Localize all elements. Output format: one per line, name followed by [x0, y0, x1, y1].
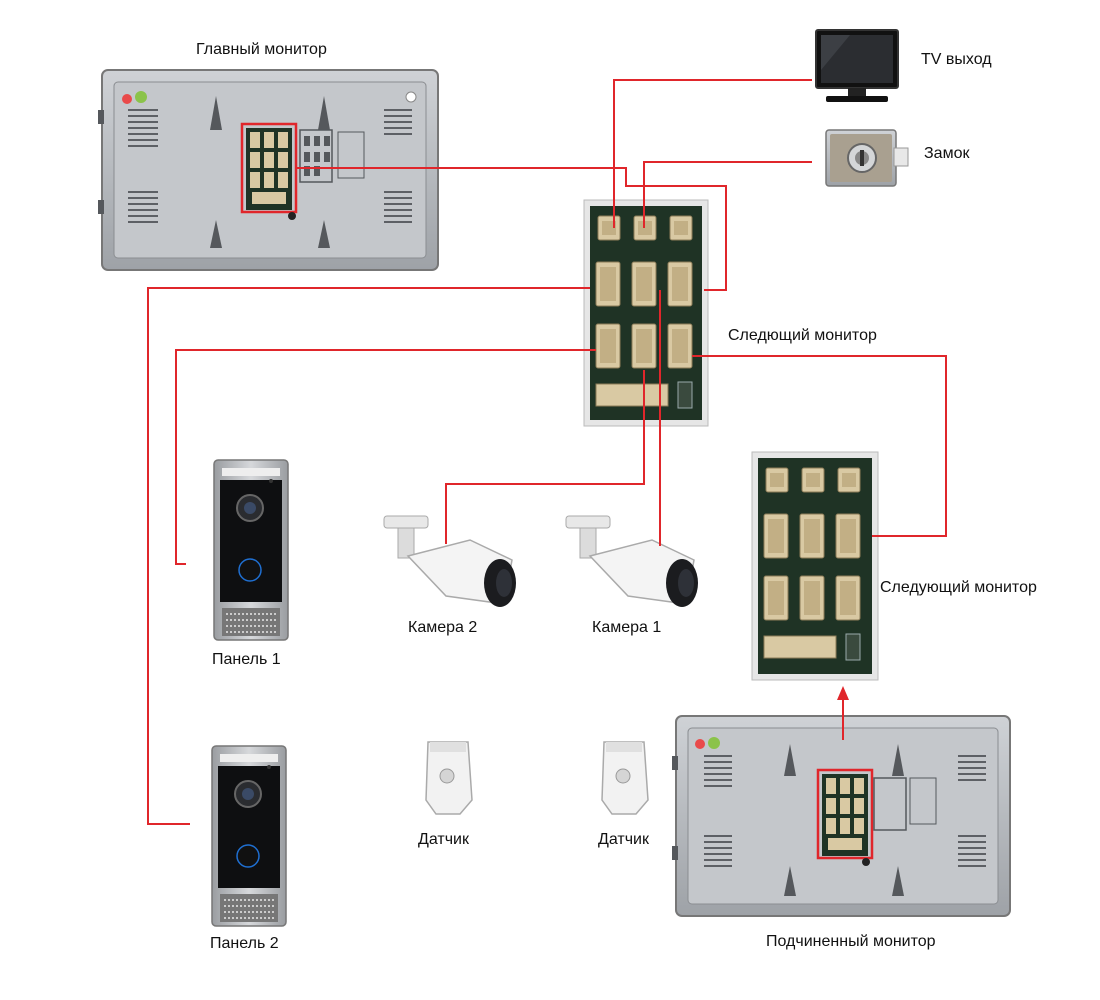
wire-panel-1	[147, 287, 590, 825]
lock-device	[825, 129, 909, 187]
slave-monitor	[672, 715, 1011, 917]
camera-2	[383, 515, 516, 607]
wire-lock	[643, 161, 812, 228]
call-button-icon	[238, 558, 262, 582]
label-tv-output: TV выход	[921, 51, 992, 68]
next-monitor-board-1	[583, 199, 709, 427]
label-lock: Замок	[924, 145, 970, 162]
label-main-monitor: Главный монитор	[196, 41, 327, 58]
wire-tv	[613, 79, 812, 228]
camera-1	[565, 515, 698, 607]
motion-sensor-2	[601, 741, 649, 815]
main-monitor	[98, 69, 439, 271]
label-panel-2: Панель 2	[210, 935, 279, 952]
arrow-up-icon	[837, 686, 849, 700]
status-sticker-icon	[135, 91, 147, 103]
next-monitor-board-2	[751, 451, 879, 681]
wire-camera-2	[445, 370, 645, 544]
door-panel-2	[211, 745, 287, 927]
label-slave-monitor: Подчиненный монитор	[766, 933, 936, 950]
wire-main-to-next	[296, 167, 727, 291]
door-panel-1	[213, 459, 289, 641]
motion-sensor-1	[425, 741, 473, 815]
tv-device	[815, 29, 899, 102]
wire-next-to-next	[692, 355, 947, 537]
label-sensor-1: Датчик	[418, 831, 470, 848]
label-next-monitor-2: Следующий монитор	[880, 579, 1037, 596]
wiring	[147, 79, 947, 825]
label-camera-2: Камера 2	[408, 619, 477, 636]
label-next-monitor-1: Следющий монитор	[728, 327, 877, 344]
speaker-grille	[128, 109, 412, 223]
label-sensor-2: Датчик	[598, 831, 650, 848]
ce-mark-icon	[122, 94, 132, 104]
screw-icon	[405, 91, 417, 103]
label-panel-1: Панель 1	[212, 651, 281, 668]
wire-panel-2	[175, 349, 596, 565]
label-camera-1: Камера 1	[592, 619, 661, 636]
